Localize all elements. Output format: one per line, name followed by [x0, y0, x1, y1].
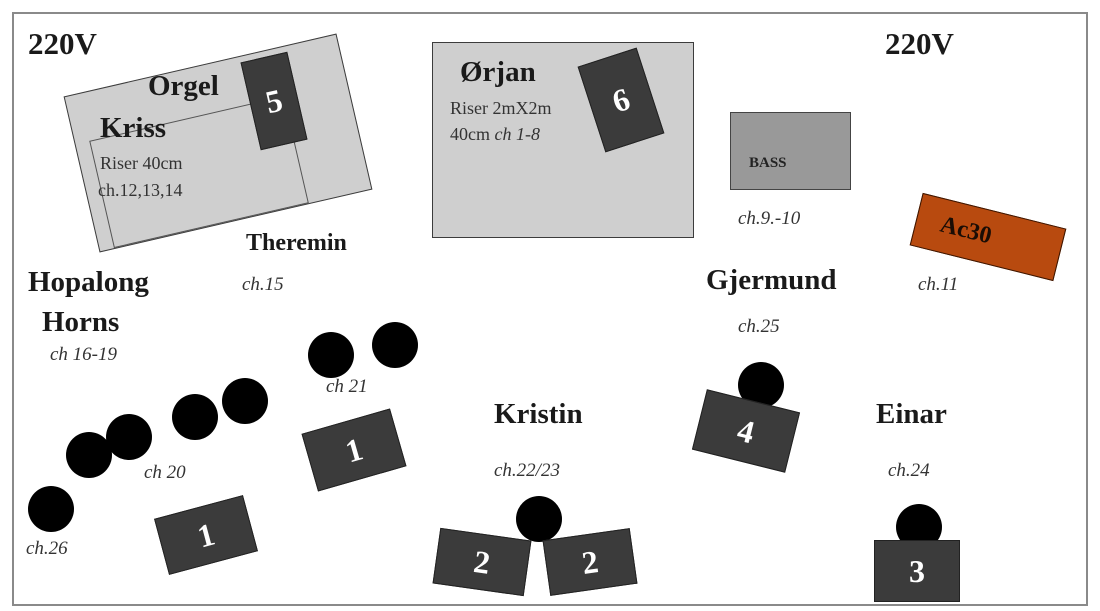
orjan-riser	[432, 42, 694, 238]
hopalong-channels: ch 16-19	[50, 344, 118, 365]
orjan-riser-height-text: 40cm	[450, 124, 495, 144]
mic-horn-2	[106, 414, 152, 460]
kriss-label: Kriss	[100, 112, 167, 144]
mic-horn-1	[66, 432, 112, 478]
bass-amp: BASS	[730, 112, 851, 190]
kriss-channels: ch.12,13,14	[98, 180, 183, 200]
ac30-label: Ac30	[937, 211, 995, 250]
kristin-label: Kristin	[494, 398, 583, 430]
ch21-label: ch 21	[326, 376, 368, 397]
bass-label: BASS	[749, 155, 787, 171]
mic-horn-4	[222, 378, 268, 424]
mic-ch21-left	[308, 332, 354, 378]
hopalong-label: Hopalong	[28, 266, 149, 298]
theremin-label: Theremin	[246, 230, 347, 256]
horns-label: Horns	[42, 306, 120, 338]
orjan-riser-size: Riser 2mX2m	[450, 98, 552, 118]
orgel-label: Orgel	[148, 70, 219, 102]
power-label-right: 220V	[885, 26, 954, 61]
mic-horn-3	[172, 394, 218, 440]
gjermund-channels: ch.25	[738, 316, 780, 337]
einar-label: Einar	[876, 398, 947, 430]
ch26-label: ch.26	[26, 538, 68, 559]
orjan-riser-height: 40cm ch 1-8	[450, 124, 540, 145]
mic-ch26	[28, 486, 74, 532]
orjan-label: Ørjan	[460, 56, 536, 88]
theremin-channels: ch.15	[242, 274, 284, 295]
ch20-label: ch 20	[144, 462, 186, 483]
einar-channels: ch.24	[888, 460, 930, 481]
gjermund-label: Gjermund	[706, 264, 837, 296]
mic-kristin	[516, 496, 562, 542]
ac30-channels: ch.11	[918, 274, 959, 295]
mic-ch21-right	[372, 322, 418, 368]
power-label-left: 220V	[28, 26, 97, 61]
orjan-channels: ch 1-8	[494, 124, 540, 144]
kriss-riser-label: Riser 40cm	[100, 153, 183, 173]
kristin-channels: ch.22/23	[494, 460, 560, 481]
monitor-3: 3	[874, 540, 960, 602]
bass-channels: ch.9.-10	[738, 208, 801, 229]
